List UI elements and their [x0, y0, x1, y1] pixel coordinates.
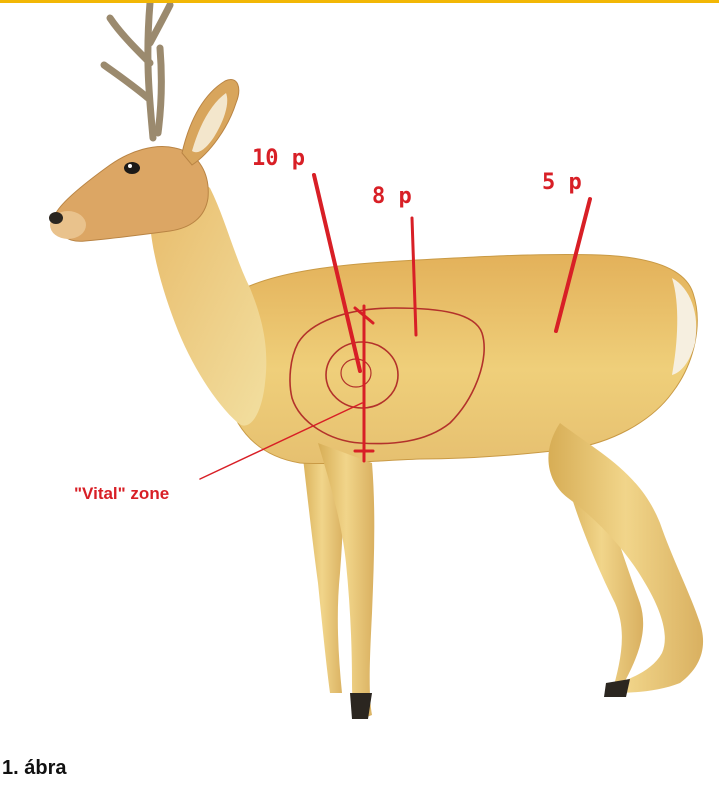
label-vital-zone: "Vital" zone	[74, 484, 169, 503]
deer-body	[227, 254, 698, 463]
deer-target-figure: 10 p 8 p 5 p "Vital" zone	[0, 3, 719, 740]
label-8p: 8 p	[372, 184, 412, 209]
figure-caption: 1. ábra	[2, 757, 66, 780]
antlers	[104, 3, 170, 138]
deer-target-diagram: 10 p 8 p 5 p "Vital" zone	[0, 3, 719, 740]
label-10p: 10 p	[252, 146, 305, 171]
label-5p: 5 p	[542, 170, 582, 195]
hind-hoof	[604, 679, 630, 697]
eye-highlight	[128, 164, 132, 168]
nose	[49, 212, 63, 224]
eye	[124, 162, 140, 174]
